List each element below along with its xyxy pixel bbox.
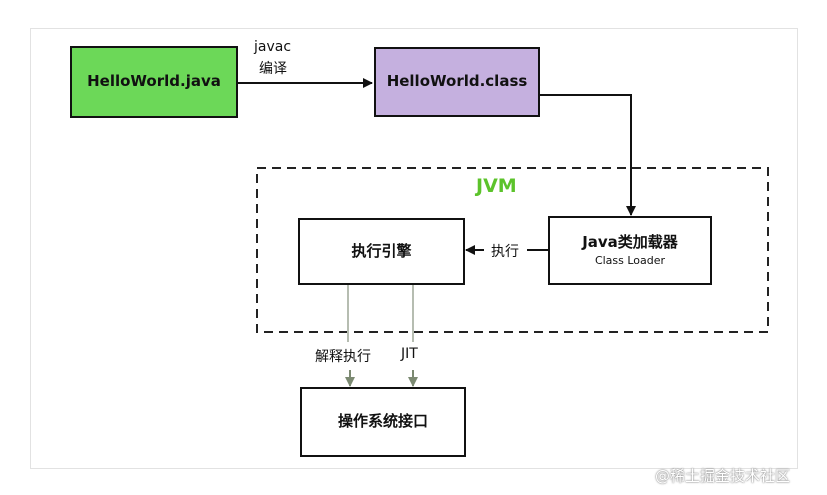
os-interface-label: 操作系统接口 <box>337 412 428 431</box>
compile-label-line1: javac <box>254 39 292 55</box>
source-file-label: HelloWorld.java <box>87 72 221 91</box>
watermark: @稀土掘金技术社区 <box>655 467 791 485</box>
class-loader-label: Java类加载器 <box>582 232 678 251</box>
jit-label: JIT <box>401 346 418 362</box>
load-arrow <box>540 94 636 216</box>
exec-engine-label: 执行引擎 <box>351 241 412 260</box>
execute-label: 执行 <box>491 244 519 260</box>
class-file-label: HelloWorld.class <box>386 72 528 91</box>
jvm-title: JVM <box>476 175 517 197</box>
exec-engine-node: 执行引擎 <box>298 218 465 285</box>
compile-label-line2: 编译 <box>259 61 287 77</box>
class-loader-node: Java类加载器 Class Loader <box>548 216 712 285</box>
class-loader-sublabel: Class Loader <box>594 253 666 267</box>
os-interface-node: 操作系统接口 <box>300 387 466 457</box>
class-file-node: HelloWorld.class <box>374 47 540 117</box>
interpret-label: 解释执行 <box>315 349 371 365</box>
source-file-node: HelloWorld.java <box>70 46 238 118</box>
jvm-boundary <box>256 167 769 333</box>
